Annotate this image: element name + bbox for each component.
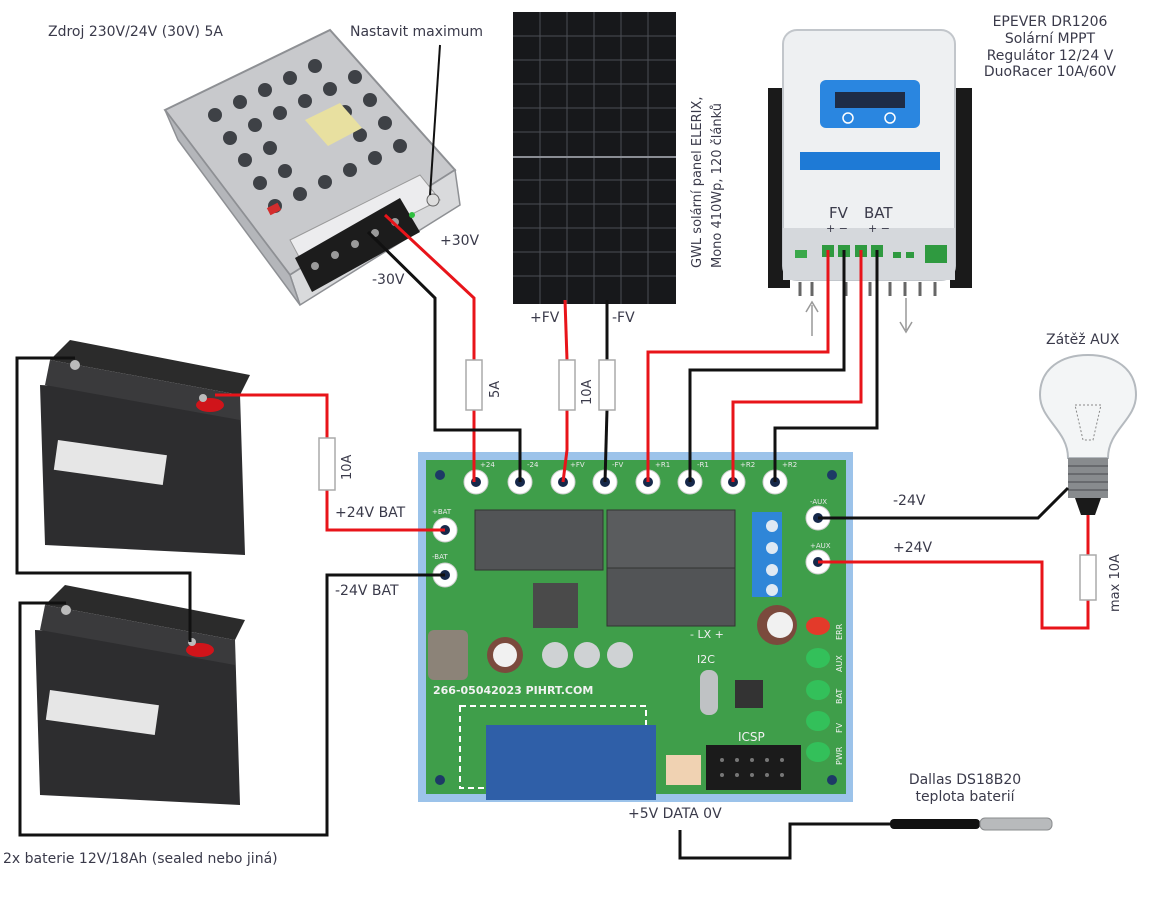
pcb-terminal-label: +R2 xyxy=(740,461,756,469)
fuse-psu-label: 5A xyxy=(488,380,503,398)
wire-load-positive xyxy=(818,560,1090,630)
solar-panel xyxy=(513,12,676,304)
battery-bottom xyxy=(35,585,245,805)
psu-negative-label: -30V xyxy=(372,272,405,288)
mppt-title: EPEVER DR1206 Solární MPPT Regulátor 12/… xyxy=(960,14,1140,81)
pcb-terminal-label: +24 xyxy=(480,461,495,469)
psu-title: Zdroj 230V/24V (30V) 5A xyxy=(48,24,223,40)
mppt-fv-polarity: + − xyxy=(826,222,848,235)
temperature-sensor xyxy=(890,817,1053,831)
wire-panel-positive xyxy=(563,299,569,361)
fuse-load xyxy=(1079,554,1097,601)
wire-psu-negative xyxy=(366,230,522,482)
pcb-side-terminal-label: -AUX xyxy=(810,498,828,506)
wire-sensor xyxy=(678,822,890,860)
pcb-terminal-label: +R1 xyxy=(655,461,671,469)
mppt-line4: DuoRacer 10A/60V xyxy=(983,64,1117,81)
load-negative-label: -24V xyxy=(893,493,926,509)
battery-top xyxy=(40,340,250,555)
sensor-title: Dallas DS18B20 teplota baterií xyxy=(895,772,1035,806)
panel-negative-label: -FV xyxy=(612,310,635,326)
battery-positive-label: +24V BAT xyxy=(335,505,406,521)
sensor-pins-label: +5V DATA 0V xyxy=(628,806,722,822)
fuse-panel-negative xyxy=(598,359,616,411)
adjust-pointer xyxy=(429,44,441,196)
pcb-terminal-label: -FV xyxy=(612,461,624,469)
mppt-line1: EPEVER DR1206 xyxy=(992,14,1108,30)
pcb-side-terminal-label: -BAT xyxy=(432,553,448,561)
fuse-psu xyxy=(465,359,483,411)
wire-load-negative xyxy=(818,486,1070,520)
pcb-id: 266-05042023 PIHRT.COM xyxy=(433,684,594,697)
mppt-regulator xyxy=(768,29,972,336)
battery-description: 2x baterie 12V/18Ah (sealed nebo jiná) xyxy=(3,851,278,867)
pcb-terminal-label: +FV xyxy=(570,461,585,469)
wire-mppt-bat-positive xyxy=(731,250,863,482)
fuse-panel-label: 10A xyxy=(580,379,595,405)
pcb-icsp-label: ICSP xyxy=(738,730,765,744)
pcb-side-terminal-label: +AUX xyxy=(810,542,831,550)
wire-battery-positive xyxy=(215,393,329,438)
psu-positive-label: +30V xyxy=(440,233,480,249)
mppt-bat-polarity: + − xyxy=(868,222,890,235)
pcb-side-terminal-label: +BAT xyxy=(432,508,452,516)
controller-pcb xyxy=(418,452,853,802)
wire-mppt-fv-positive xyxy=(646,250,830,482)
pcb-terminal-label: +R2 xyxy=(782,461,798,469)
pcb-terminal-label: -24 xyxy=(527,461,539,469)
pcb-lx-label: - LX + xyxy=(690,628,724,641)
fuse-panel-positive xyxy=(558,359,576,411)
pcb-led-label: ERR xyxy=(835,623,844,640)
wire-battery-series xyxy=(15,356,192,642)
fuse-load-label: max 10A xyxy=(1108,554,1123,612)
wire-mppt-fv-negative xyxy=(688,250,846,482)
wire-psu-positive xyxy=(383,213,476,360)
wire-mppt-bat-negative xyxy=(773,250,879,482)
pcb-led-label: PWR xyxy=(835,746,844,765)
fuse-battery-label: 10A xyxy=(340,454,355,480)
mppt-line2: Solární MPPT xyxy=(1004,30,1096,47)
mppt-line3: Regulátor 12/24 V xyxy=(986,47,1114,64)
light-bulb xyxy=(1038,353,1138,515)
mppt-fv-label: FV xyxy=(829,204,848,222)
pcb-led-label: BAT xyxy=(835,688,844,704)
panel-desc-line1: GWL solární panel ELERIX, xyxy=(690,96,705,268)
load-title: Zátěž AUX xyxy=(1046,332,1120,348)
pcb-led-label: AUX xyxy=(835,655,844,672)
panel-positive-label: +FV xyxy=(530,310,560,326)
panel-desc-line2: Mono 410Wp, 120 článků xyxy=(710,103,725,268)
load-positive-label: +24V xyxy=(893,540,933,556)
power-supply xyxy=(163,28,461,307)
pcb-led-label: FV xyxy=(835,722,844,733)
pcb-i2c-label: I2C xyxy=(697,653,715,666)
fuse-battery xyxy=(318,437,336,491)
pcb-terminal-label: -R1 xyxy=(697,461,709,469)
mppt-bat-label: BAT xyxy=(864,204,893,222)
psu-adjust-label: Nastavit maximum xyxy=(350,24,484,40)
sensor-title-line1: Dallas DS18B20 xyxy=(908,772,1022,788)
battery-negative-label: -24V BAT xyxy=(335,583,399,599)
sensor-title-line2: teplota baterií xyxy=(915,788,1015,805)
wire-battery-negative xyxy=(18,573,445,837)
